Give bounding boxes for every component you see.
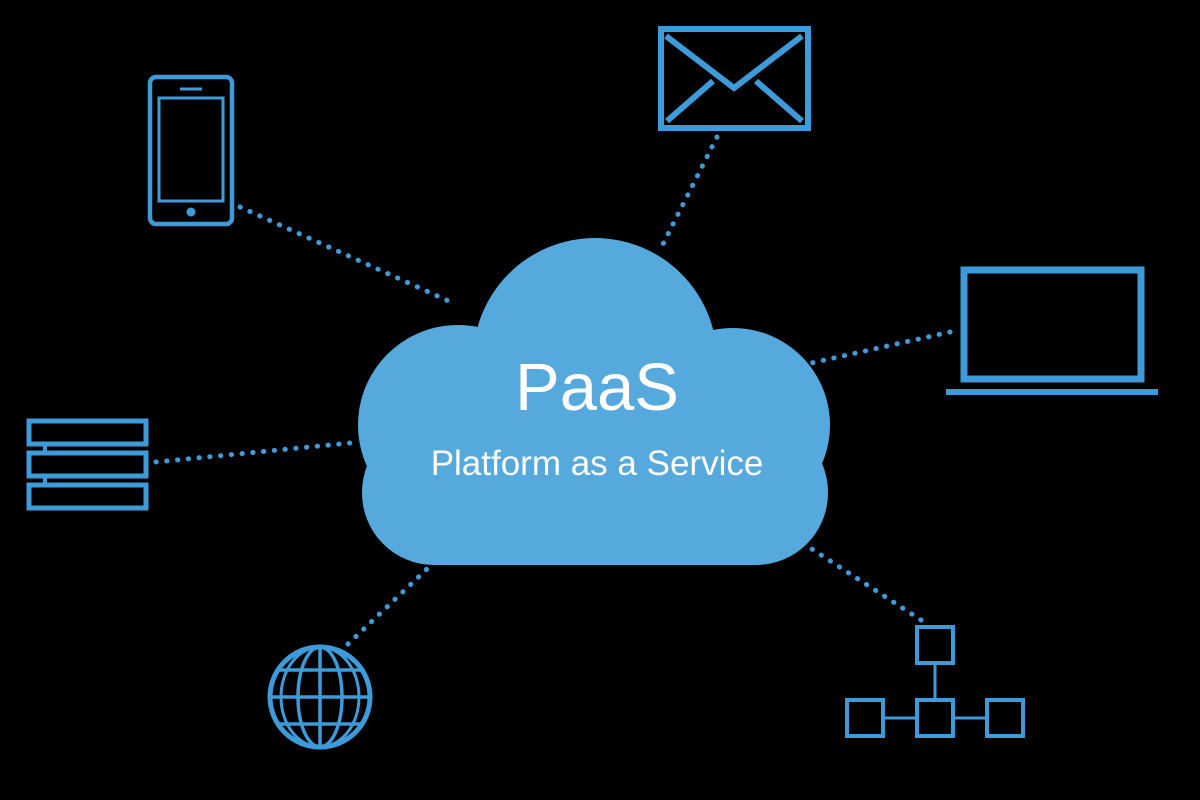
connector-cloud-laptop: [786, 329, 953, 371]
database-stack-icon: [26, 418, 149, 511]
connector-cloud-envelope: [659, 134, 720, 249]
cloud-shape: [358, 238, 830, 565]
network-sitemap-icon: [845, 625, 1025, 738]
connector-lines: [153, 134, 953, 647]
email-envelope-icon: [658, 26, 811, 131]
paas-cloud: PaaS Platform as a Service: [358, 238, 830, 565]
globe-icon: [267, 644, 373, 750]
cloud-title: PaaS: [515, 350, 679, 425]
connector-cloud-smartphone: [237, 204, 456, 306]
cloud-subtitle: Platform as a Service: [431, 444, 764, 483]
laptop-icon: [946, 266, 1158, 395]
connector-cloud-globe: [345, 546, 451, 647]
connector-cloud-network: [792, 535, 924, 623]
connector-cloud-database: [153, 439, 363, 465]
smartphone-icon: [147, 74, 235, 227]
